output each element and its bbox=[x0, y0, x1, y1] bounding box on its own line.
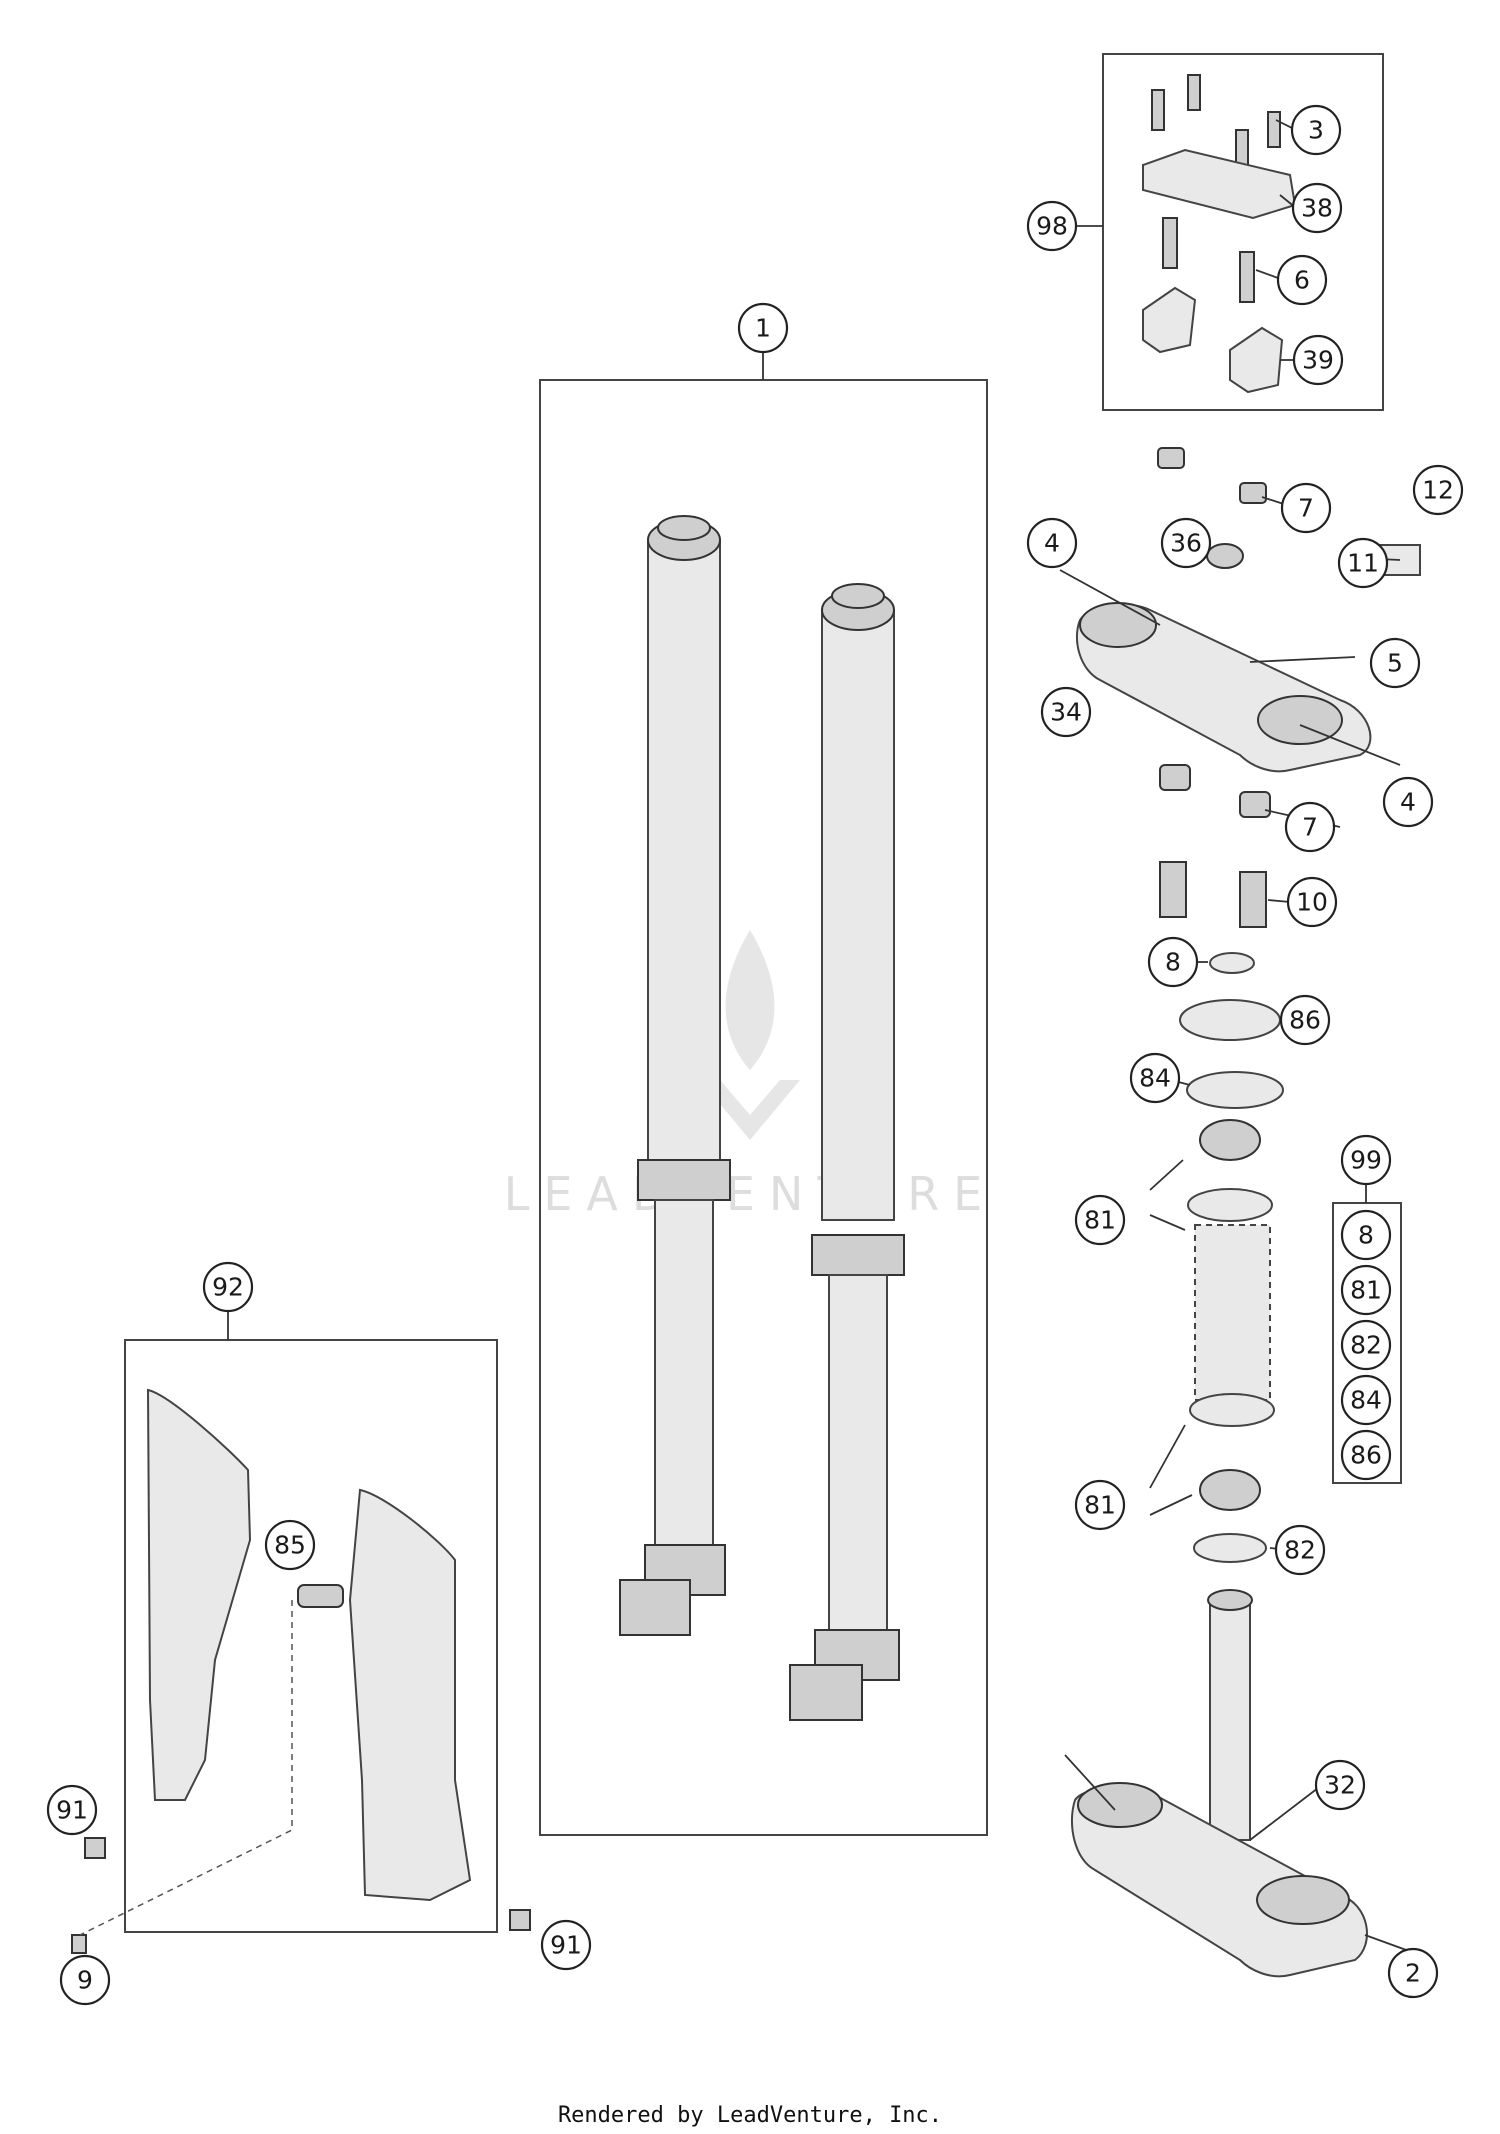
callout-12: 12 bbox=[1412, 464, 1464, 516]
callout-4-lower: 4 bbox=[1382, 776, 1434, 828]
handlebar-clamp-parts bbox=[1142, 74, 1297, 394]
svg-text:84: 84 bbox=[1350, 1386, 1382, 1415]
callout-81-upper: 81 bbox=[1074, 1194, 1126, 1246]
svg-text:1: 1 bbox=[755, 314, 771, 343]
svg-text:86: 86 bbox=[1350, 1441, 1382, 1470]
callout-36: 36 bbox=[1160, 517, 1212, 569]
guard-clamp-85 bbox=[297, 1584, 344, 1608]
svg-text:11: 11 bbox=[1347, 549, 1379, 578]
svg-text:34: 34 bbox=[1050, 698, 1082, 727]
svg-text:84: 84 bbox=[1139, 1064, 1171, 1093]
guard-dash-line bbox=[79, 1600, 293, 1936]
callout-86: 86 bbox=[1279, 994, 1331, 1046]
handlebar-clamp-box bbox=[1102, 53, 1384, 411]
callout-4-upper: 4 bbox=[1026, 517, 1078, 569]
callout-10: 10 bbox=[1286, 876, 1338, 928]
bolt-91-right bbox=[509, 1909, 531, 1931]
svg-text:12: 12 bbox=[1422, 476, 1454, 505]
callout-32: 32 bbox=[1314, 1759, 1366, 1811]
callout-99: 99 bbox=[1340, 1134, 1392, 1186]
svg-text:98: 98 bbox=[1036, 212, 1068, 241]
svg-text:91: 91 bbox=[550, 1931, 582, 1960]
svg-text:32: 32 bbox=[1324, 1771, 1356, 1800]
fork-leg-right bbox=[789, 583, 905, 1721]
callout-3: 3 bbox=[1290, 104, 1342, 156]
callout-92: 92 bbox=[202, 1261, 254, 1313]
callout-2: 2 bbox=[1387, 1947, 1439, 1999]
bolt-91-left bbox=[84, 1837, 106, 1859]
callout-85: 85 bbox=[264, 1519, 316, 1571]
svg-text:92: 92 bbox=[212, 1273, 244, 1302]
svg-text:38: 38 bbox=[1301, 194, 1333, 223]
callout-98: 98 bbox=[1026, 200, 1078, 252]
kit-99-item-84: 84 bbox=[1340, 1374, 1392, 1426]
bolt-9 bbox=[71, 1934, 87, 1954]
callout-1: 1 bbox=[737, 302, 789, 354]
svg-text:85: 85 bbox=[274, 1531, 306, 1560]
kit-99-item-82: 82 bbox=[1340, 1319, 1392, 1371]
watermark-flame-icon bbox=[700, 930, 800, 1140]
svg-text:81: 81 bbox=[1350, 1276, 1382, 1305]
footer-credit: Rendered by LeadVenture, Inc. bbox=[557, 2103, 943, 2128]
callout-5: 5 bbox=[1369, 637, 1421, 689]
svg-text:8: 8 bbox=[1358, 1221, 1374, 1250]
lower-triple-clamp bbox=[1064, 1589, 1421, 1978]
callout-7-lower: 7 bbox=[1284, 801, 1336, 853]
svg-text:91: 91 bbox=[56, 1796, 88, 1825]
callout-84: 84 bbox=[1129, 1052, 1181, 1104]
kit-99-item-81: 81 bbox=[1340, 1264, 1392, 1316]
callout-6: 6 bbox=[1276, 254, 1328, 306]
svg-text:3: 3 bbox=[1308, 116, 1324, 145]
callout-34: 34 bbox=[1040, 686, 1092, 738]
svg-text:99: 99 bbox=[1350, 1146, 1382, 1175]
callout-38: 38 bbox=[1291, 182, 1343, 234]
fork-leg-left bbox=[619, 515, 731, 1636]
svg-text:39: 39 bbox=[1302, 346, 1334, 375]
svg-text:7: 7 bbox=[1302, 813, 1318, 842]
svg-text:5: 5 bbox=[1387, 649, 1403, 678]
svg-text:8: 8 bbox=[1165, 948, 1181, 977]
kit-99-item-8: 8 bbox=[1340, 1209, 1392, 1261]
callout-8: 8 bbox=[1147, 936, 1199, 988]
callout-39: 39 bbox=[1292, 334, 1344, 386]
callout-7-upper: 7 bbox=[1280, 482, 1332, 534]
svg-text:86: 86 bbox=[1289, 1006, 1321, 1035]
callout-11: 11 bbox=[1337, 537, 1389, 589]
svg-text:6: 6 bbox=[1294, 266, 1310, 295]
upper-triple-clamp bbox=[1059, 447, 1421, 928]
svg-text:36: 36 bbox=[1170, 529, 1202, 558]
callout-9: 9 bbox=[59, 1954, 111, 2006]
svg-text:10: 10 bbox=[1296, 888, 1328, 917]
kit-99-box bbox=[1332, 1202, 1402, 1484]
fork-guard-left bbox=[146, 1388, 252, 1801]
watermark-text: LEADVENTURE bbox=[504, 1167, 997, 1221]
svg-text:4: 4 bbox=[1044, 529, 1060, 558]
svg-text:7: 7 bbox=[1298, 494, 1314, 523]
svg-text:81: 81 bbox=[1084, 1206, 1116, 1235]
callout-91-left: 91 bbox=[46, 1784, 98, 1836]
fork-guard-box bbox=[124, 1339, 498, 1933]
watermark: LEADVENTURE bbox=[504, 930, 997, 1221]
svg-text:2: 2 bbox=[1405, 1959, 1421, 1988]
svg-text:82: 82 bbox=[1284, 1536, 1316, 1565]
svg-text:81: 81 bbox=[1084, 1491, 1116, 1520]
svg-text:9: 9 bbox=[77, 1966, 93, 1995]
svg-text:4: 4 bbox=[1400, 788, 1416, 817]
callout-81-lower: 81 bbox=[1074, 1479, 1126, 1531]
kit-99-item-86: 86 bbox=[1340, 1429, 1392, 1481]
fork-guard-right bbox=[348, 1488, 472, 1902]
callout-91-right: 91 bbox=[540, 1919, 592, 1971]
steering-bearing-parts bbox=[1149, 952, 1284, 1563]
callout-82: 82 bbox=[1274, 1524, 1326, 1576]
svg-text:82: 82 bbox=[1350, 1331, 1382, 1360]
